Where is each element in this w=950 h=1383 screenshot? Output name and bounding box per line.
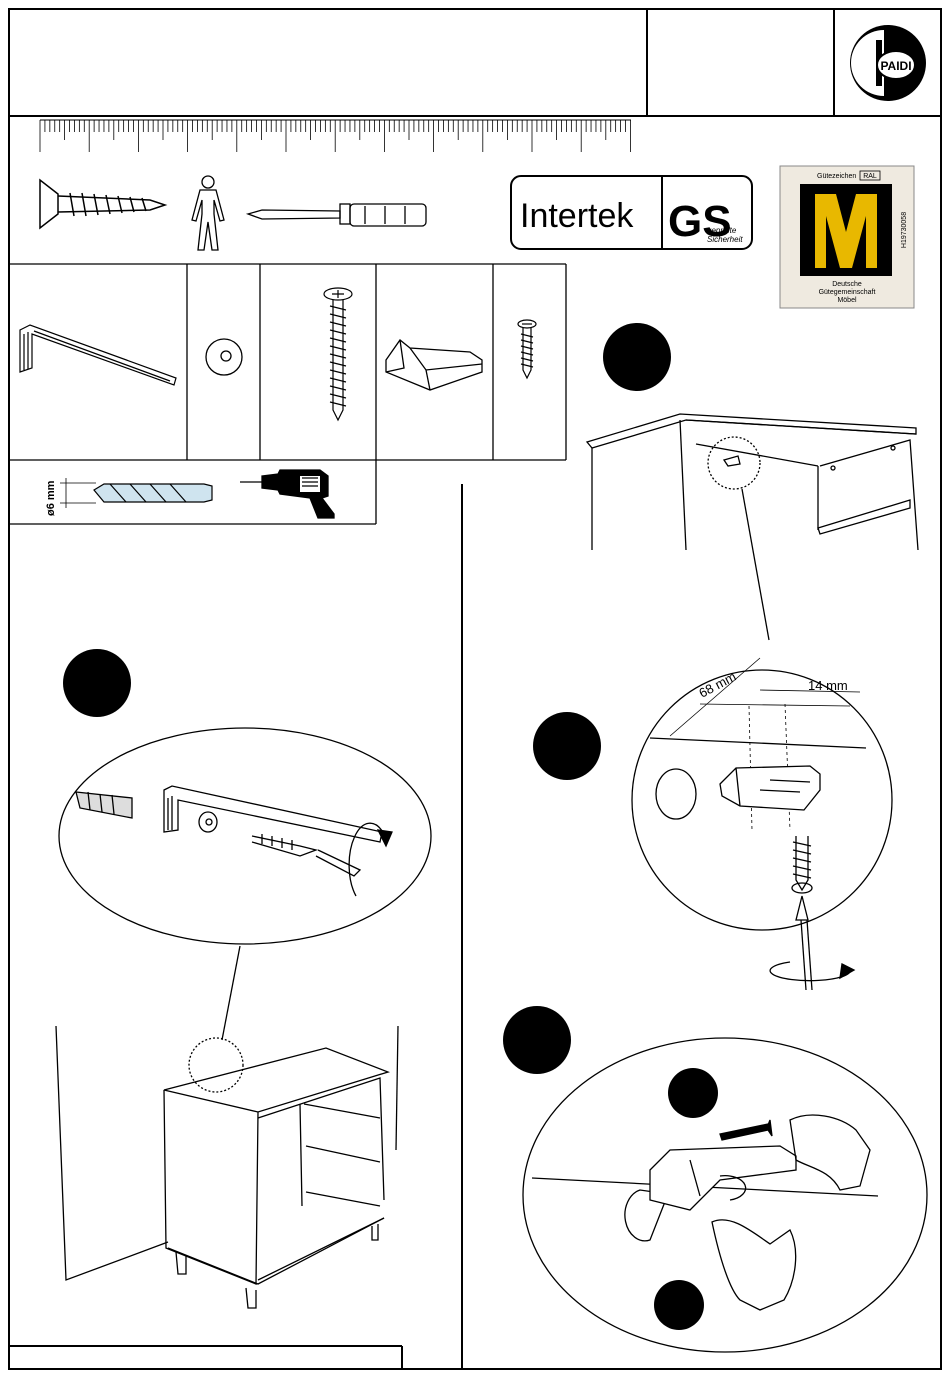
footer-label-bar xyxy=(9,1346,402,1369)
power-drill-icon xyxy=(240,470,334,518)
intertek-gs-mark: Intertek GS geprüfte Sicherheit xyxy=(511,176,752,249)
step-marker-4 xyxy=(503,1006,571,1074)
intertek-label: Intertek xyxy=(520,197,634,235)
step-marker-3 xyxy=(533,712,601,780)
dimension-68mm: 68 mm xyxy=(696,669,738,701)
small-screw-part xyxy=(518,320,536,378)
screwdriver-icon xyxy=(248,204,426,226)
ral-code: H19730058 xyxy=(901,212,908,248)
person-icon xyxy=(192,176,224,250)
metal-bracket-part xyxy=(20,325,176,385)
ral-line-2: Gütegemeinschaft xyxy=(819,289,876,296)
ral-line-3: Möbel xyxy=(837,297,857,304)
plastic-wedge-part xyxy=(386,340,482,390)
removal-detail xyxy=(523,1038,927,1352)
wedge-detail-circle: 68 mm 14 mm xyxy=(632,658,892,990)
step-markers xyxy=(63,323,718,1330)
brand-name: PAIDI xyxy=(880,59,911,73)
ral-title: Gütezeichen xyxy=(817,173,856,180)
gs-caption-2: Sicherheit xyxy=(707,235,743,244)
bracket-mounting-detail xyxy=(59,728,431,1040)
step-marker-4a xyxy=(668,1068,718,1118)
ral-quality-seal: Gütezeichen RAL H19730058 Deutsche Güteg… xyxy=(780,166,914,308)
ruler xyxy=(40,120,631,152)
paidi-logo: PAIDI xyxy=(850,25,926,101)
ral-line-1: Deutsche xyxy=(832,281,862,288)
drill-diameter-label: ø6 mm xyxy=(45,480,57,516)
gs-caption-1: geprüfte xyxy=(707,226,737,235)
drill-bit-icon: ø6 mm xyxy=(45,478,212,516)
ral-badge: RAL xyxy=(863,173,877,180)
cabinet-top-illustration xyxy=(587,414,918,640)
desk-cabinet-illustration xyxy=(56,1026,398,1308)
long-screw-part xyxy=(324,288,352,420)
step-marker-1 xyxy=(603,323,671,391)
countersunk-screw-icon xyxy=(40,180,165,228)
step-marker-2 xyxy=(63,649,131,717)
washer-part xyxy=(206,339,242,375)
step-marker-4b xyxy=(654,1280,704,1330)
dimension-14mm: 14 mm xyxy=(808,678,848,693)
